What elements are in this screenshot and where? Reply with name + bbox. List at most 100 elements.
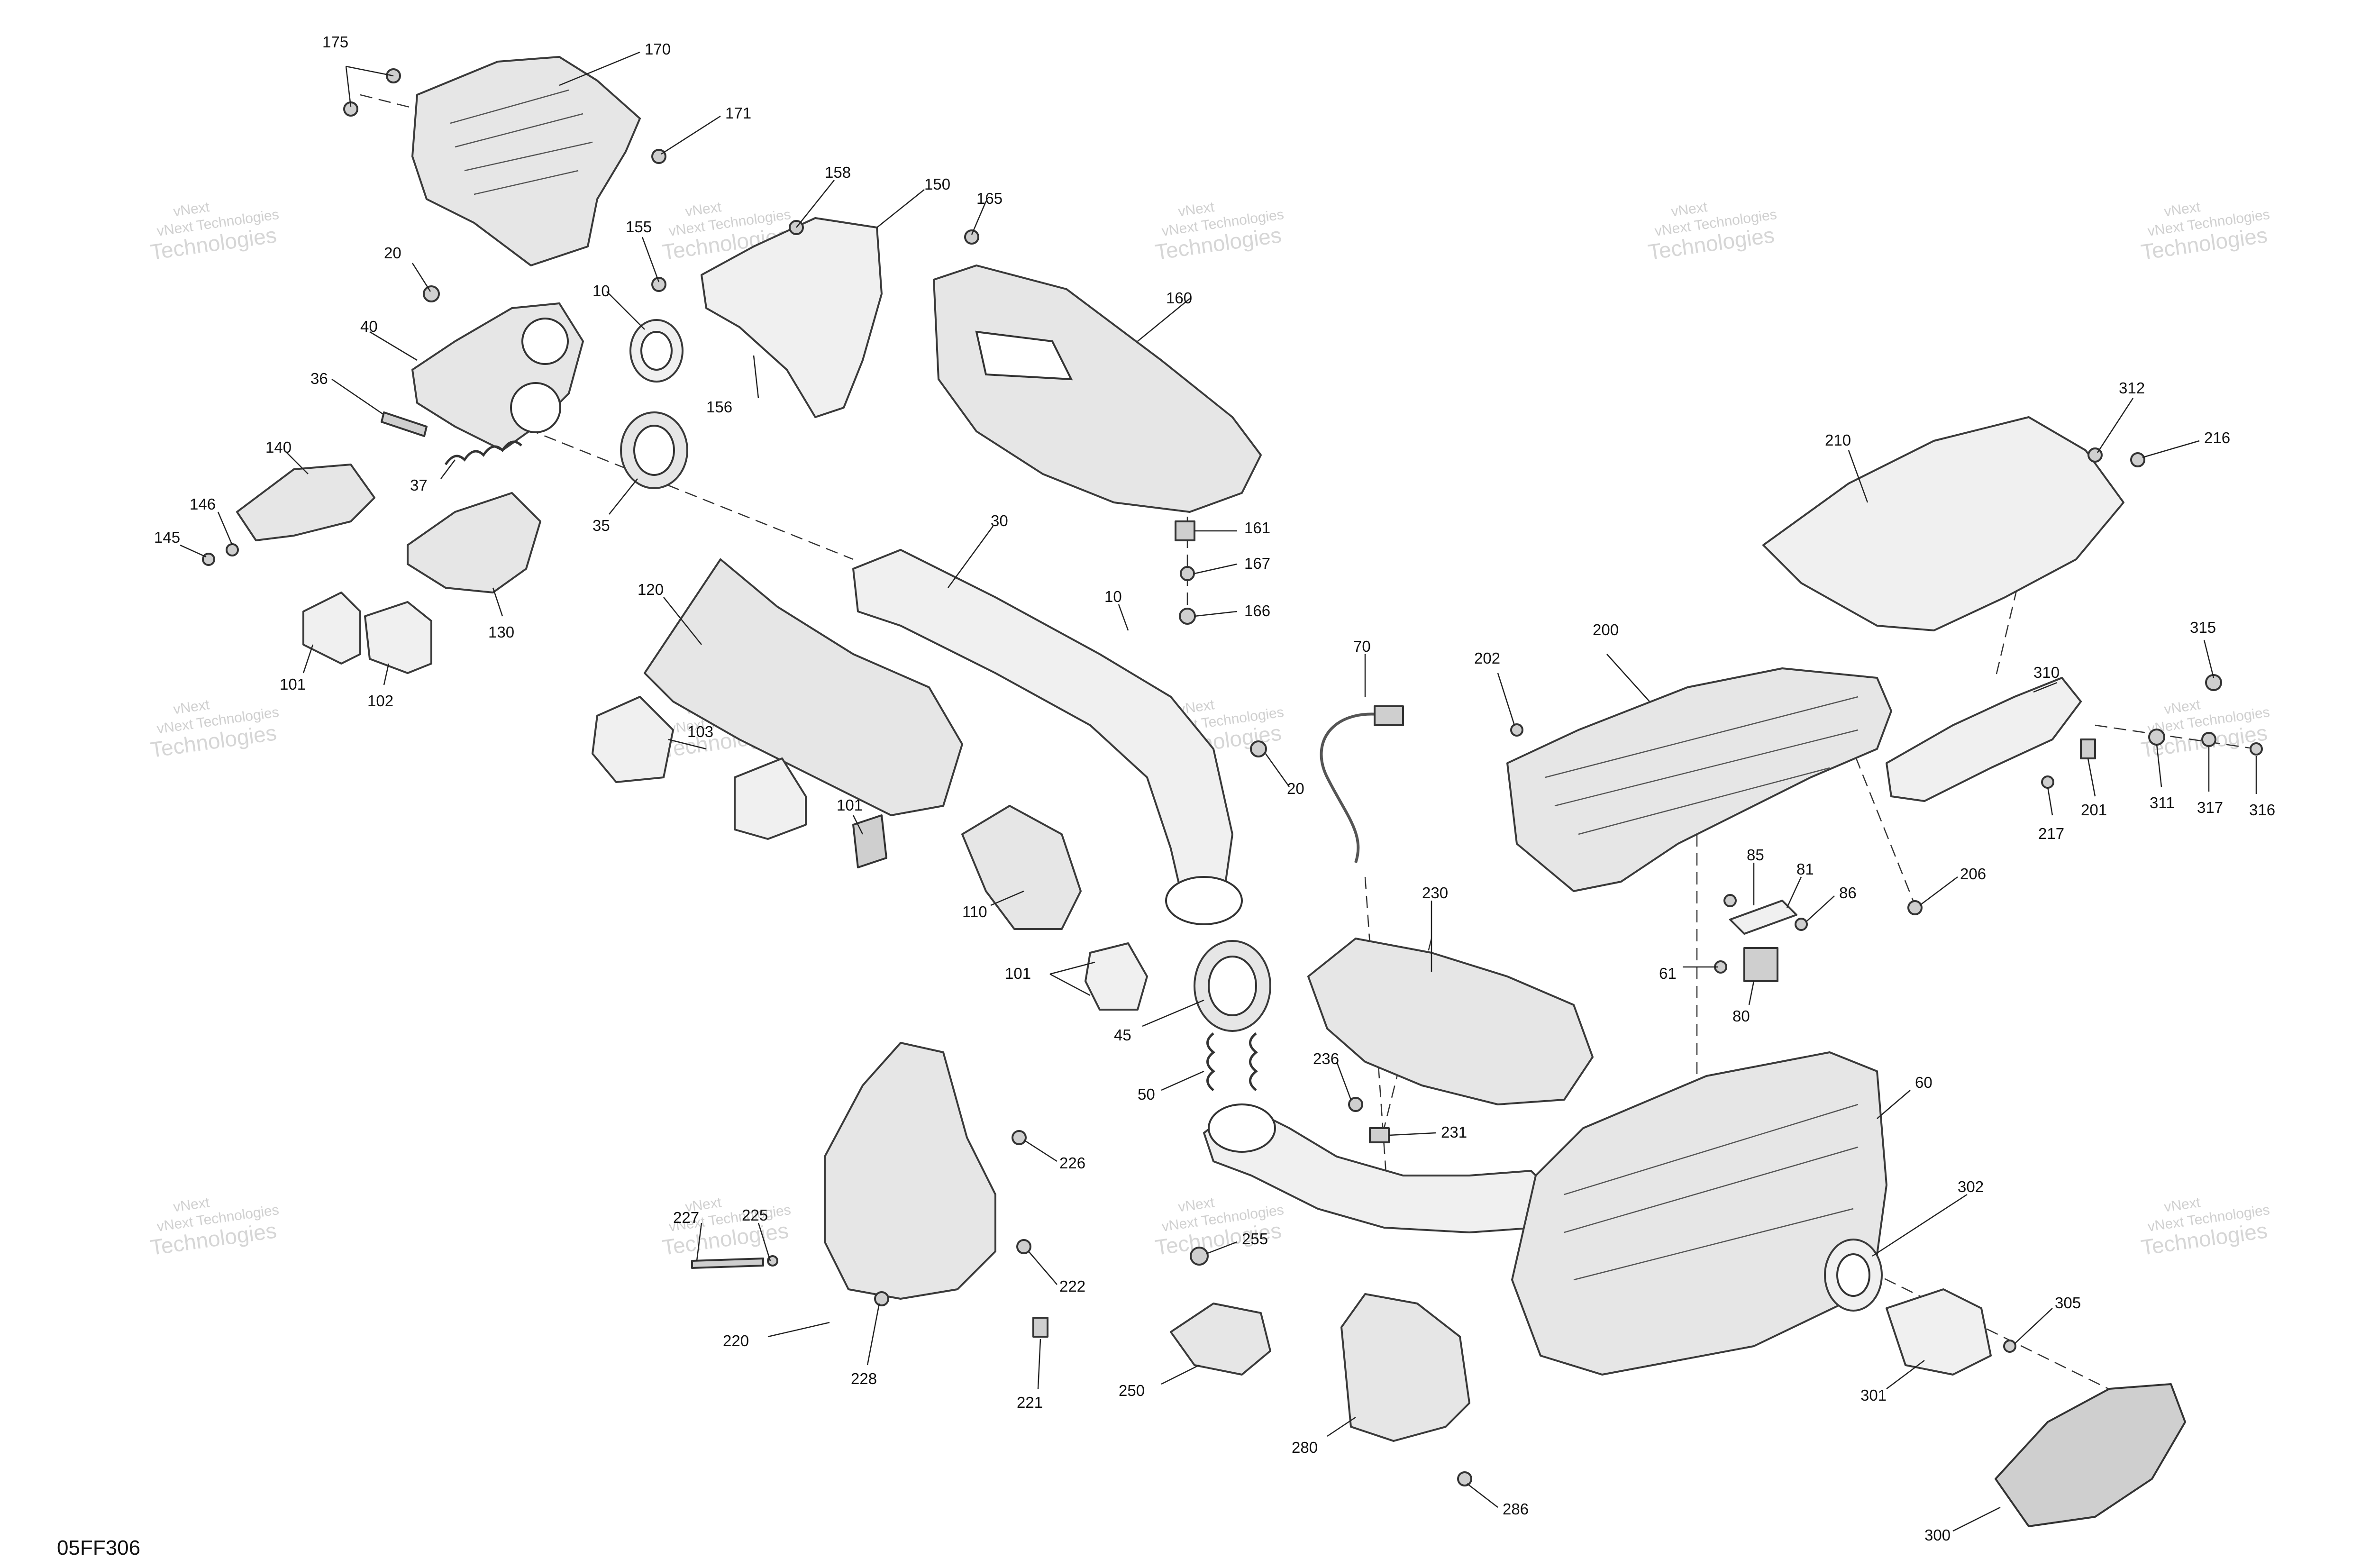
callout-20a: 20: [384, 244, 401, 262]
parts: [202, 56, 2263, 1527]
leader-226: [1023, 1139, 1057, 1162]
callout-300: 300: [1924, 1526, 1951, 1544]
callout-201: 201: [2081, 801, 2107, 819]
tail-pipe-301: [1886, 1288, 1992, 1376]
callout-101b: 101: [837, 796, 863, 814]
axis-bracket-fastener: [2095, 724, 2257, 750]
callout-255: 255: [1242, 1230, 1268, 1248]
callout-216: 216: [2204, 429, 2230, 447]
leader-165: [971, 201, 987, 235]
sensor-connector: [1374, 705, 1404, 726]
callout-200: 200: [1593, 621, 1619, 638]
callout-310: 310: [2033, 664, 2060, 681]
callout-37: 37: [410, 476, 428, 494]
leader-227: [696, 1222, 702, 1261]
callout-316: 316: [2249, 801, 2275, 819]
muffler-60: [1511, 1051, 1887, 1376]
callout-210: 210: [1825, 431, 1851, 449]
leader-167: [1194, 563, 1238, 574]
leader-210: [1848, 450, 1869, 503]
callout-70: 70: [1353, 638, 1371, 655]
callout-161: 161: [1244, 519, 1270, 537]
muffler-contour: [1564, 1103, 1859, 1281]
fastener: [226, 543, 239, 556]
callout-250: 250: [1119, 1382, 1145, 1399]
callout-101c: 101: [1005, 965, 1031, 982]
fastener: [2130, 452, 2145, 467]
leader-81: [1786, 876, 1802, 908]
leader-50: [1161, 1070, 1204, 1091]
fastener: [1180, 566, 1195, 581]
callout-156: 156: [706, 398, 732, 416]
leader-206: [1919, 876, 1958, 906]
rubber-mount-80: [1743, 947, 1778, 982]
leader-101a: [302, 644, 314, 674]
leader-217: [2047, 786, 2053, 816]
leader-231: [1388, 1132, 1437, 1136]
watermark: vNext vNext Technologies Technologies: [1154, 199, 1285, 264]
spring-50b: [1249, 1032, 1258, 1091]
callout-175: 175: [322, 33, 348, 51]
callout-236: 236: [1313, 1050, 1339, 1067]
figure-code: 05FF306: [57, 1536, 140, 1559]
leader-140: [284, 450, 309, 474]
spring-50a: [1206, 1032, 1215, 1091]
callout-150: 150: [924, 175, 950, 193]
callout-202: 202: [1474, 649, 1500, 667]
callout-155: 155: [626, 218, 652, 236]
callout-221: 221: [1017, 1394, 1043, 1411]
fastener: [1907, 900, 1923, 915]
shield-cutout: [975, 330, 1073, 381]
fastener: [2003, 1340, 2016, 1353]
leader-220: [767, 1322, 830, 1338]
axis-shield-fastener: [1848, 739, 1916, 906]
fastener: [651, 149, 666, 164]
callout-217: 217: [2038, 825, 2064, 842]
heat-shield-200: [1506, 667, 1892, 892]
callout-167: 167: [1244, 555, 1270, 572]
fastener: [2041, 775, 2054, 789]
callout-286: 286: [1503, 1500, 1529, 1518]
leader-150: [876, 189, 925, 228]
outlet-cover-300: [1995, 1383, 2186, 1527]
callout-110: 110: [962, 903, 987, 921]
callout-227: 227: [673, 1209, 699, 1226]
oxygen-sensor-70: [1320, 712, 1389, 863]
leader-286: [1467, 1483, 1498, 1508]
leader-35: [609, 478, 638, 515]
leader-10b: [1118, 604, 1129, 631]
bolt-36: [381, 411, 428, 437]
callout-10b: 10: [1104, 588, 1122, 605]
leader-202: [1497, 673, 1515, 726]
spring-37: [444, 440, 522, 465]
heat-shield-220: [824, 1042, 996, 1300]
fastener: [1348, 1097, 1363, 1112]
callout-311: 311: [2150, 794, 2175, 811]
leader-216: [2142, 440, 2200, 458]
bolt-227: [691, 1258, 764, 1269]
leader-222: [1028, 1251, 1057, 1285]
callout-312: 312: [2119, 379, 2145, 397]
fastener: [2087, 447, 2103, 463]
gasket-hole: [640, 331, 673, 371]
heat-shield-160: [933, 264, 1262, 513]
fastener: [1016, 1239, 1031, 1254]
callout-222: 222: [1059, 1277, 1085, 1295]
heat-shield-140: [236, 464, 375, 541]
heat-shield-210: [1762, 416, 2124, 631]
leader-156: [753, 355, 759, 399]
fastener: [1795, 918, 1808, 931]
shield-200-ribs: [1545, 696, 1859, 835]
fastener: [1457, 1471, 1472, 1486]
fastener: [1250, 740, 1267, 757]
callout-80: 80: [1732, 1007, 1750, 1025]
leader-36: [331, 378, 384, 416]
callout-20b: 20: [1287, 780, 1304, 797]
heat-shield-230: [1307, 938, 1594, 1105]
fastener: [1179, 608, 1196, 625]
callout-50: 50: [1138, 1085, 1155, 1103]
bracket-150: [701, 217, 883, 418]
leader-45: [1142, 999, 1204, 1027]
callout-86: 86: [1839, 884, 1857, 902]
